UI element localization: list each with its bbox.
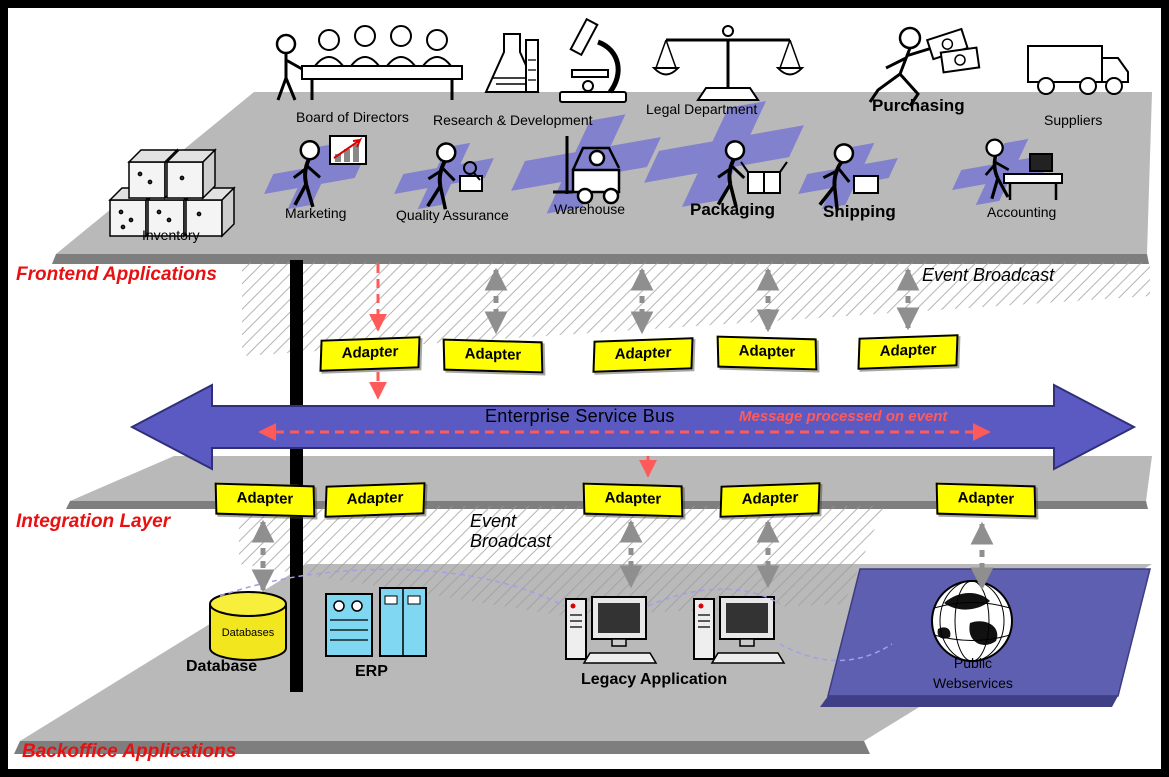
adapter-box: Adapter — [442, 338, 544, 374]
diagram-graphics — [14, 17, 1152, 754]
dept-accounting: Accounting — [987, 204, 1057, 220]
dept-shipping: Shipping — [823, 202, 896, 221]
adapter-box: Adapter — [857, 334, 959, 370]
marketing-figure — [288, 135, 367, 210]
flask-icon — [484, 33, 540, 93]
backoffice-layer-label: Backoffice Applications — [22, 741, 237, 762]
dept-marketing: Marketing — [285, 205, 347, 221]
accounting-figure — [980, 136, 1063, 201]
vertical-connector-bar — [290, 260, 303, 692]
balance-scale-icon — [651, 25, 805, 101]
dept-research-development: Research & Development — [433, 112, 593, 128]
erp-icon — [325, 587, 427, 657]
erp-label: ERP — [355, 663, 388, 680]
adapter-box: Adapter — [935, 482, 1037, 518]
dept-board-of-directors: Board of Directors — [296, 109, 409, 125]
adapter-box: Adapter — [719, 482, 821, 518]
dept-suppliers: Suppliers — [1044, 112, 1103, 128]
database-label: Database — [186, 658, 258, 675]
integration-layer-label: Integration Layer — [16, 511, 171, 532]
globe-icon — [931, 580, 1013, 662]
dept-purchasing: Purchasing — [872, 96, 965, 115]
quality-assurance-figure — [421, 139, 483, 212]
event-broadcast-label-top: Event Broadcast — [922, 265, 1055, 285]
truck-icon — [1027, 45, 1129, 95]
inventory-boxes-icon — [108, 148, 236, 238]
event-broadcast-arrows — [251, 267, 994, 593]
dept-warehouse: Warehouse — [554, 201, 626, 217]
dept-packaging: Packaging — [690, 200, 776, 219]
public-webservices-label: Public Webservices — [933, 655, 1013, 691]
database-icon — [209, 591, 287, 661]
esb-title: Enterprise Service Bus — [485, 406, 675, 426]
adapter-box: Adapter — [582, 482, 684, 518]
legacy-application-label: Legacy Application — [581, 671, 728, 688]
message-flow-arrows — [258, 264, 991, 478]
adapter-box: Adapter — [324, 482, 426, 518]
warehouse-forklift-icon — [553, 136, 621, 205]
esb-note: Message processed on event — [739, 408, 948, 425]
databases-cylinder-label: Databases — [221, 627, 275, 639]
adapter-box: Adapter — [592, 337, 694, 373]
shipping-figure — [813, 139, 879, 213]
dept-quality-assurance: Quality Assurance — [396, 207, 509, 223]
adapter-box: Adapter — [214, 482, 316, 518]
purchasing-runner-icon — [868, 26, 981, 107]
microscope-icon — [559, 17, 627, 103]
dept-inventory: Inventory — [142, 227, 200, 243]
legacy-computer-icon — [565, 596, 658, 664]
dept-legal-department: Legal Department — [646, 101, 758, 117]
hatch-band-upper — [242, 262, 1150, 356]
legacy-computer-icon — [693, 596, 786, 664]
packaging-figure — [712, 137, 788, 210]
board-of-directors-icon — [275, 25, 463, 101]
adapter-box: Adapter — [716, 335, 818, 371]
event-broadcast-label-middle: Event Broadcast — [470, 511, 552, 551]
frontend-layer-label: Frontend Applications — [16, 264, 217, 285]
adapter-box: Adapter — [319, 336, 421, 372]
